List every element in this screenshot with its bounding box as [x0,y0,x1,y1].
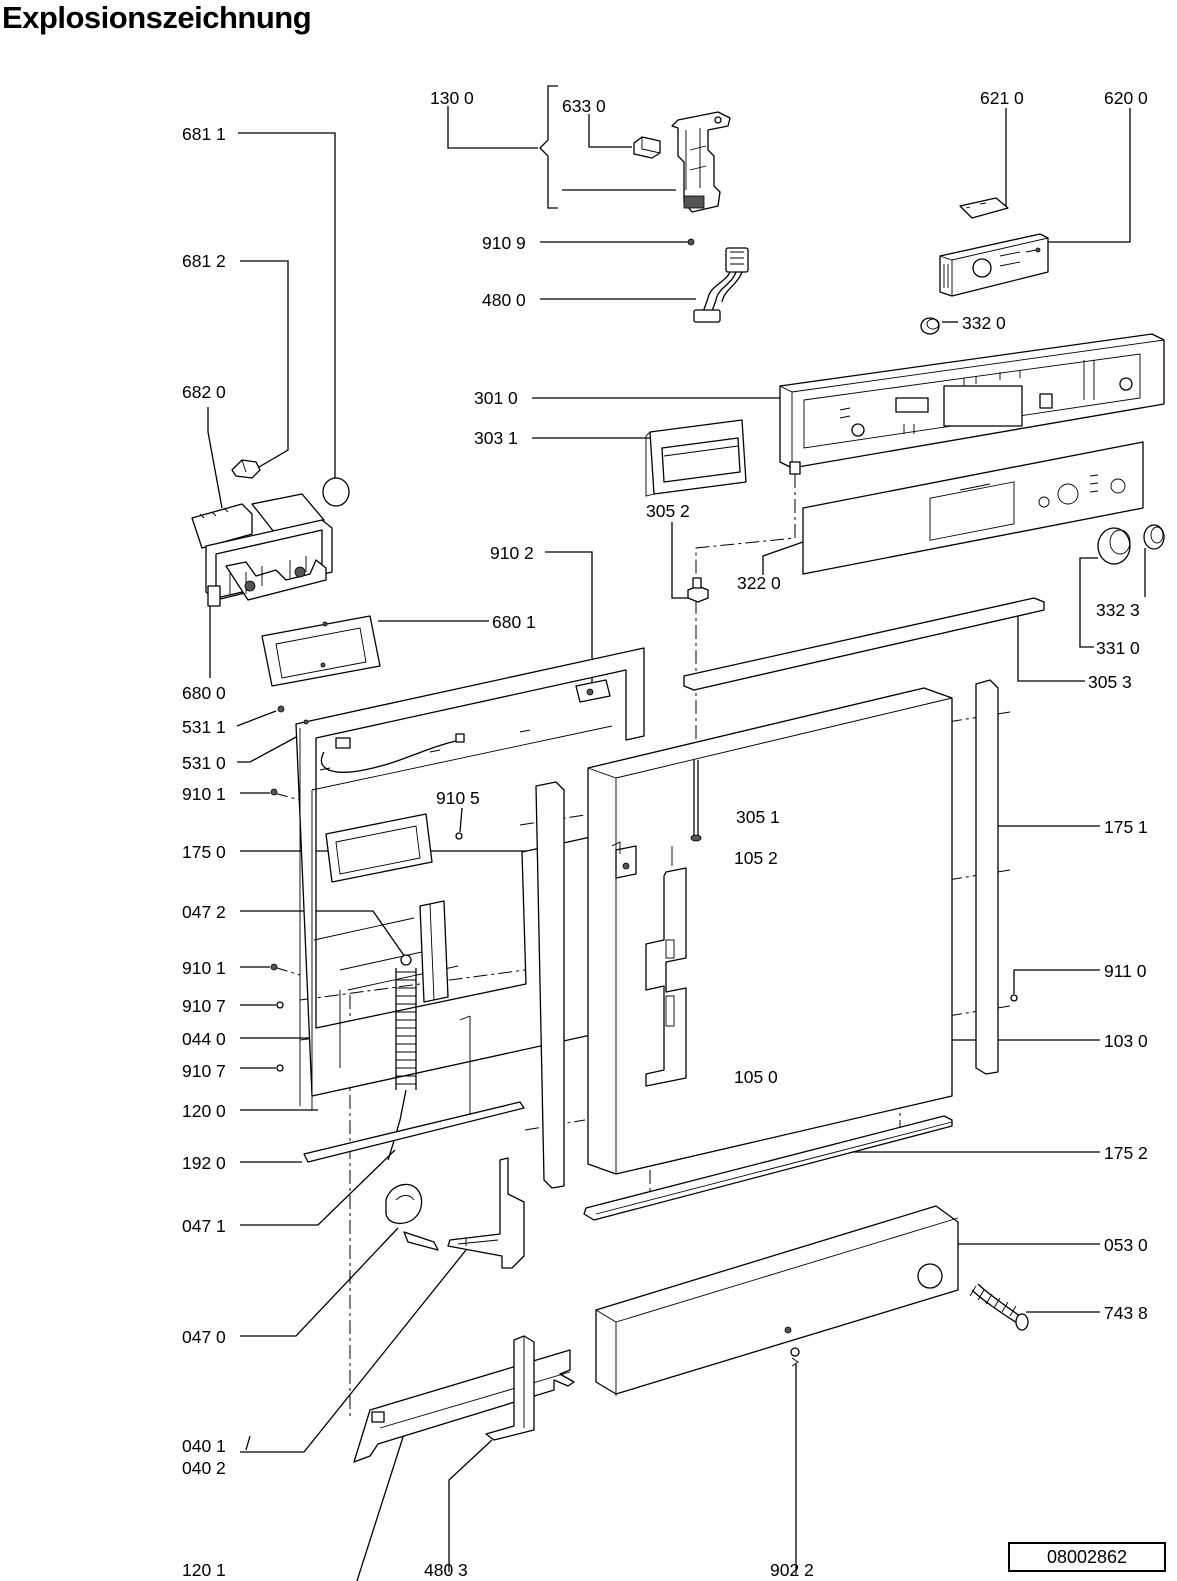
part-303-handle [645,419,747,497]
label-910-1-b: 910 1 [182,958,226,978]
label-910-1: 910 1 [182,784,226,804]
label-175-1: 175 1 [1104,817,1148,837]
label-620-0: 620 0 [1104,88,1148,108]
part-120-1-plate [353,1349,575,1463]
label-743-8: 743 8 [1104,1303,1148,1323]
part-480-3-hook [485,1335,535,1441]
label-332-0: 332 0 [962,313,1006,333]
part-633-clip [633,136,661,159]
label-911-0: 911 0 [1104,961,1147,981]
label-040-2: 040 2 [182,1458,226,1478]
label-331-0: 331 0 [1096,638,1140,658]
part-105-0-bracket [645,846,687,1087]
label-480-0: 480 0 [482,290,526,310]
label-053-0: 053 0 [1104,1235,1148,1255]
part-480-cable [693,247,749,323]
label-633-0: 633 0 [562,96,606,116]
part-175-2-strip [583,1115,953,1221]
part-531-1-screw [277,705,285,713]
label-305-3: 305 3 [1088,672,1132,692]
part-105-2-clip [611,841,637,879]
label-910-7-b: 910 7 [182,1061,226,1081]
part-681-1-button [322,477,350,507]
label-130-0: 130 0 [430,88,474,108]
label-305-1: 305 1 [736,807,780,827]
label-480-3: 480 3 [424,1560,468,1580]
label-047-2: 047 2 [182,902,226,922]
label-910-2: 910 2 [490,543,534,563]
part-175-1-strip [975,679,999,1075]
part-192-strip [303,1101,525,1163]
part-680-1-gasket [261,615,381,687]
label-621-0: 621 0 [980,88,1024,108]
part-047-0-bracket [447,1157,525,1269]
label-910-5: 910 5 [436,788,480,808]
label-681-2: 681 2 [182,251,226,271]
label-682-0: 682 0 [182,382,226,402]
part-743-spring [969,1283,1029,1331]
part-531-cable [320,733,465,773]
part-910-1-screw-b [270,963,278,971]
part-175-0-strip [535,781,565,1189]
label-301-0: 301 0 [474,388,518,408]
part-labels: 130 0 633 0 621 0 620 0 681 1 910 9 681 … [182,88,1148,1580]
label-681-1: 681 1 [182,124,226,144]
part-620-module [939,233,1049,297]
label-105-0: 105 0 [734,1067,778,1087]
part-053-cover [595,1205,959,1396]
part-902-2-screw [790,1347,800,1367]
label-680-0: 680 0 [182,683,226,703]
label-120-0: 120 0 [182,1101,226,1121]
part-331-knob [1097,527,1131,565]
part-305-2-post [687,577,709,603]
part-047-2-spring [387,954,417,1161]
label-103-0: 103 0 [1104,1031,1148,1051]
label-332-3: 332 3 [1096,600,1140,620]
part-910-1-screw [270,788,278,796]
label-322-0: 322 0 [737,573,781,593]
label-040-1: 040 1 [182,1436,226,1456]
part-681-2-cap [231,459,261,479]
part-103-outer-door [587,687,953,1175]
label-910-9: 910 9 [482,233,526,253]
part-332-3-knob [1143,524,1165,550]
label-303-1: 303 1 [474,428,518,448]
label-680-1: 680 1 [492,612,536,632]
part-175-0-frame [325,813,433,883]
part-305-3-strip [683,597,1045,691]
label-305-2: 305 2 [646,501,690,521]
part-305-1-rod [690,760,702,842]
part-332-0-knob [920,317,940,335]
part-910-5-screw [455,832,463,840]
part-drawings [191,111,1165,1463]
label-910-7: 910 7 [182,996,226,1016]
part-911-screw [1010,994,1018,1002]
label-105-2: 105 2 [734,848,778,868]
part-130-lock [671,111,731,213]
part-680-dispenser [191,493,333,607]
label-175-2: 175 2 [1104,1143,1148,1163]
drawing-number-box: 08002862 [1008,1542,1166,1572]
label-902-2: 902 2 [770,1560,814,1580]
label-047-1: 047 1 [182,1216,226,1236]
part-910-2-bracket [575,679,611,703]
part-910-7-screw [276,1001,284,1009]
part-047-1-hinge [385,1183,439,1251]
label-044-0: 044 0 [182,1029,226,1049]
part-910-7-screw-b [276,1064,284,1072]
part-322-fascia [802,441,1144,575]
label-531-1: 531 1 [182,717,226,737]
part-910-9-screw [687,238,695,246]
label-047-0: 047 0 [182,1327,226,1347]
diagram-title: Explosionszeichnung [2,0,312,35]
label-175-0: 175 0 [182,842,226,862]
part-621-board [959,197,1009,219]
label-120-1: 120 1 [182,1560,226,1580]
label-531-0: 531 0 [182,753,226,773]
part-301-panel [779,333,1165,475]
label-192-0: 192 0 [182,1153,226,1173]
